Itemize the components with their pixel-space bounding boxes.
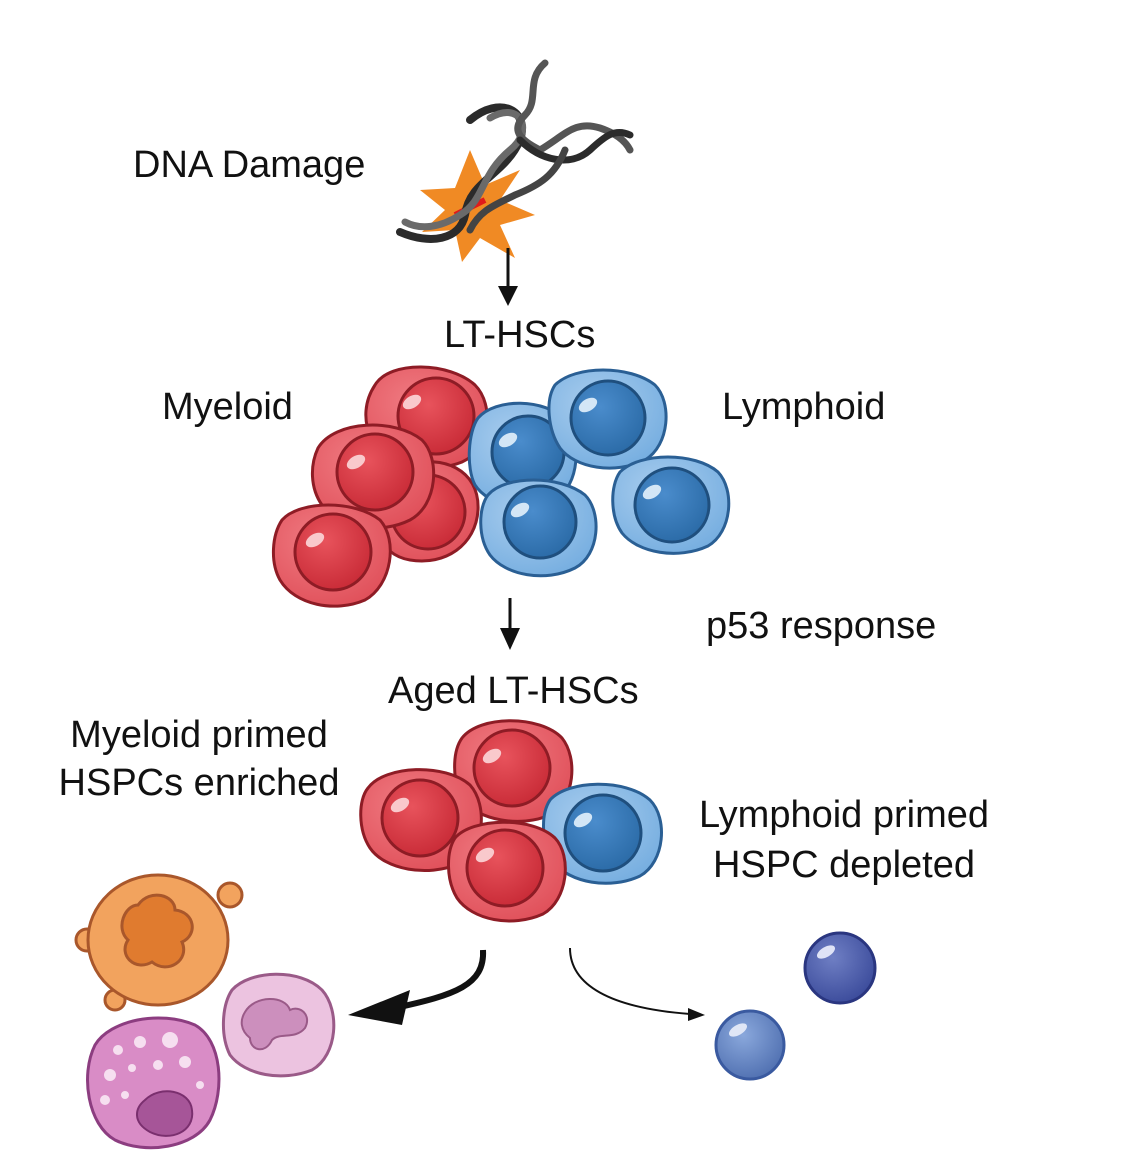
- myeloid-cell: [447, 820, 567, 923]
- small-lymphocyte-icon: [714, 1009, 786, 1081]
- lymphoid-primed-label: Lymphoid primed HSPC depleted: [684, 796, 1004, 884]
- myeloid-cell: [453, 719, 574, 823]
- dna-damage-label: DNA Damage: [133, 144, 366, 186]
- lymphoid-cell-cluster: [467, 368, 731, 578]
- myeloid-primed-line1: Myeloid primed: [70, 714, 328, 756]
- aged-lt-hscs-label: Aged LT-HSCs: [388, 670, 639, 712]
- lymphoid-cell: [547, 368, 668, 470]
- lymphoid-primed-line1: Lymphoid primed: [698, 794, 990, 836]
- arrow-to-myeloid-cells: [348, 949, 487, 1025]
- myeloid-cell: [271, 503, 392, 608]
- myeloid-primed-label: Myeloid primed HSPCs enriched: [44, 716, 354, 802]
- dna-damage-icon: [396, 59, 634, 262]
- arrow-lthsc-to-aged: [500, 598, 520, 650]
- myeloid-cell: [311, 423, 436, 530]
- lymphoid-label: Lymphoid: [722, 386, 886, 428]
- myeloid-primed-line2: HSPCs enriched: [58, 762, 340, 804]
- lymphoid-cell: [611, 455, 731, 555]
- myeloid-label: Myeloid: [162, 386, 293, 428]
- lymphoid-primed-line2: HSPC depleted: [713, 844, 975, 886]
- p53-response-label: p53 response: [706, 605, 937, 647]
- lymphoid-cell: [479, 478, 598, 578]
- small-lymphocyte-icon: [803, 931, 877, 1005]
- aged-cell-cluster: [359, 719, 663, 923]
- arrow-damage-to-lthsc: [498, 248, 518, 306]
- pink-monocyte-cell-icon: [221, 972, 336, 1078]
- lymphoid-cell: [542, 782, 663, 885]
- arrow-to-lymphoid-cells: [569, 947, 705, 1021]
- orange-myeloid-cell-icon: [74, 873, 244, 1012]
- pink-granulocyte-cell-icon: [86, 1016, 221, 1150]
- myeloid-cell-cluster: [271, 365, 489, 608]
- lt-hscs-label: LT-HSCs: [444, 314, 596, 356]
